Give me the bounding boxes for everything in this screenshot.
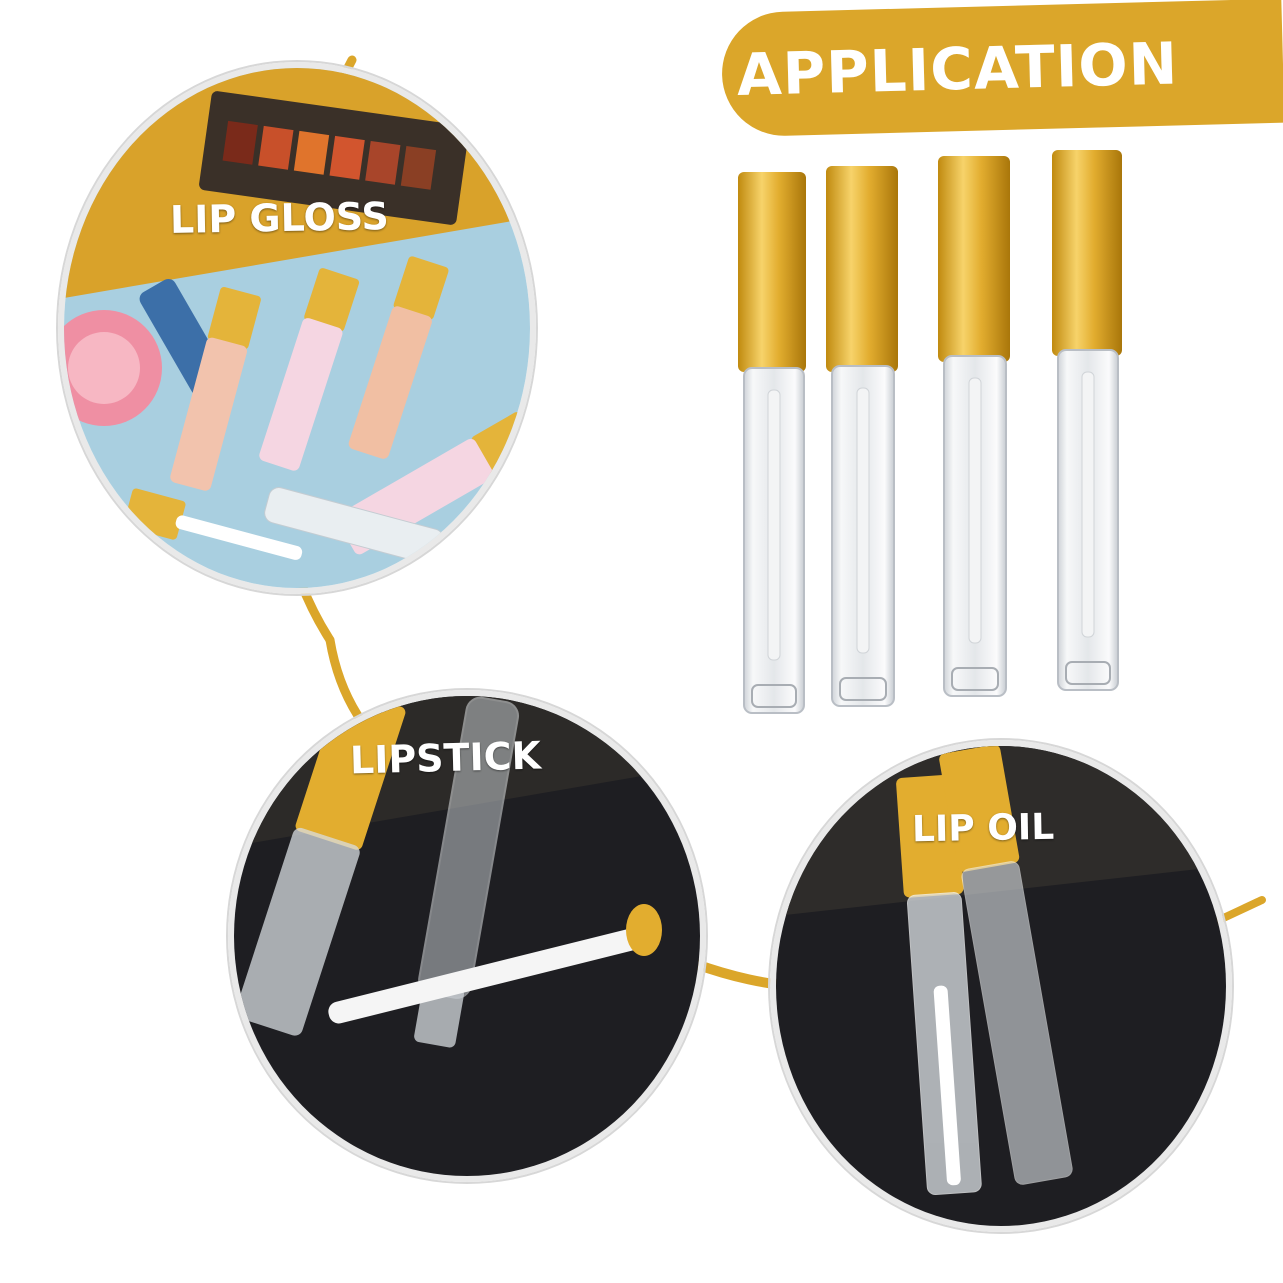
- banner-title: APPLICATION: [735, 29, 1180, 109]
- lip-gloss-photo: [58, 62, 536, 594]
- tube-4: [1052, 150, 1122, 691]
- lipstick-label: LIPSTICK: [349, 733, 542, 783]
- lipstick-photo: [228, 690, 706, 1182]
- tube-group: [738, 150, 1122, 714]
- lip-gloss-label: LIP GLOSS: [169, 194, 390, 242]
- application-banner: APPLICATION: [720, 0, 1283, 138]
- lip-oil-photo: [770, 740, 1232, 1232]
- tube-3: [938, 156, 1010, 697]
- tube-1: [738, 172, 806, 714]
- tube-2: [826, 166, 898, 707]
- lip-oil-label: LIP OIL: [911, 806, 1055, 851]
